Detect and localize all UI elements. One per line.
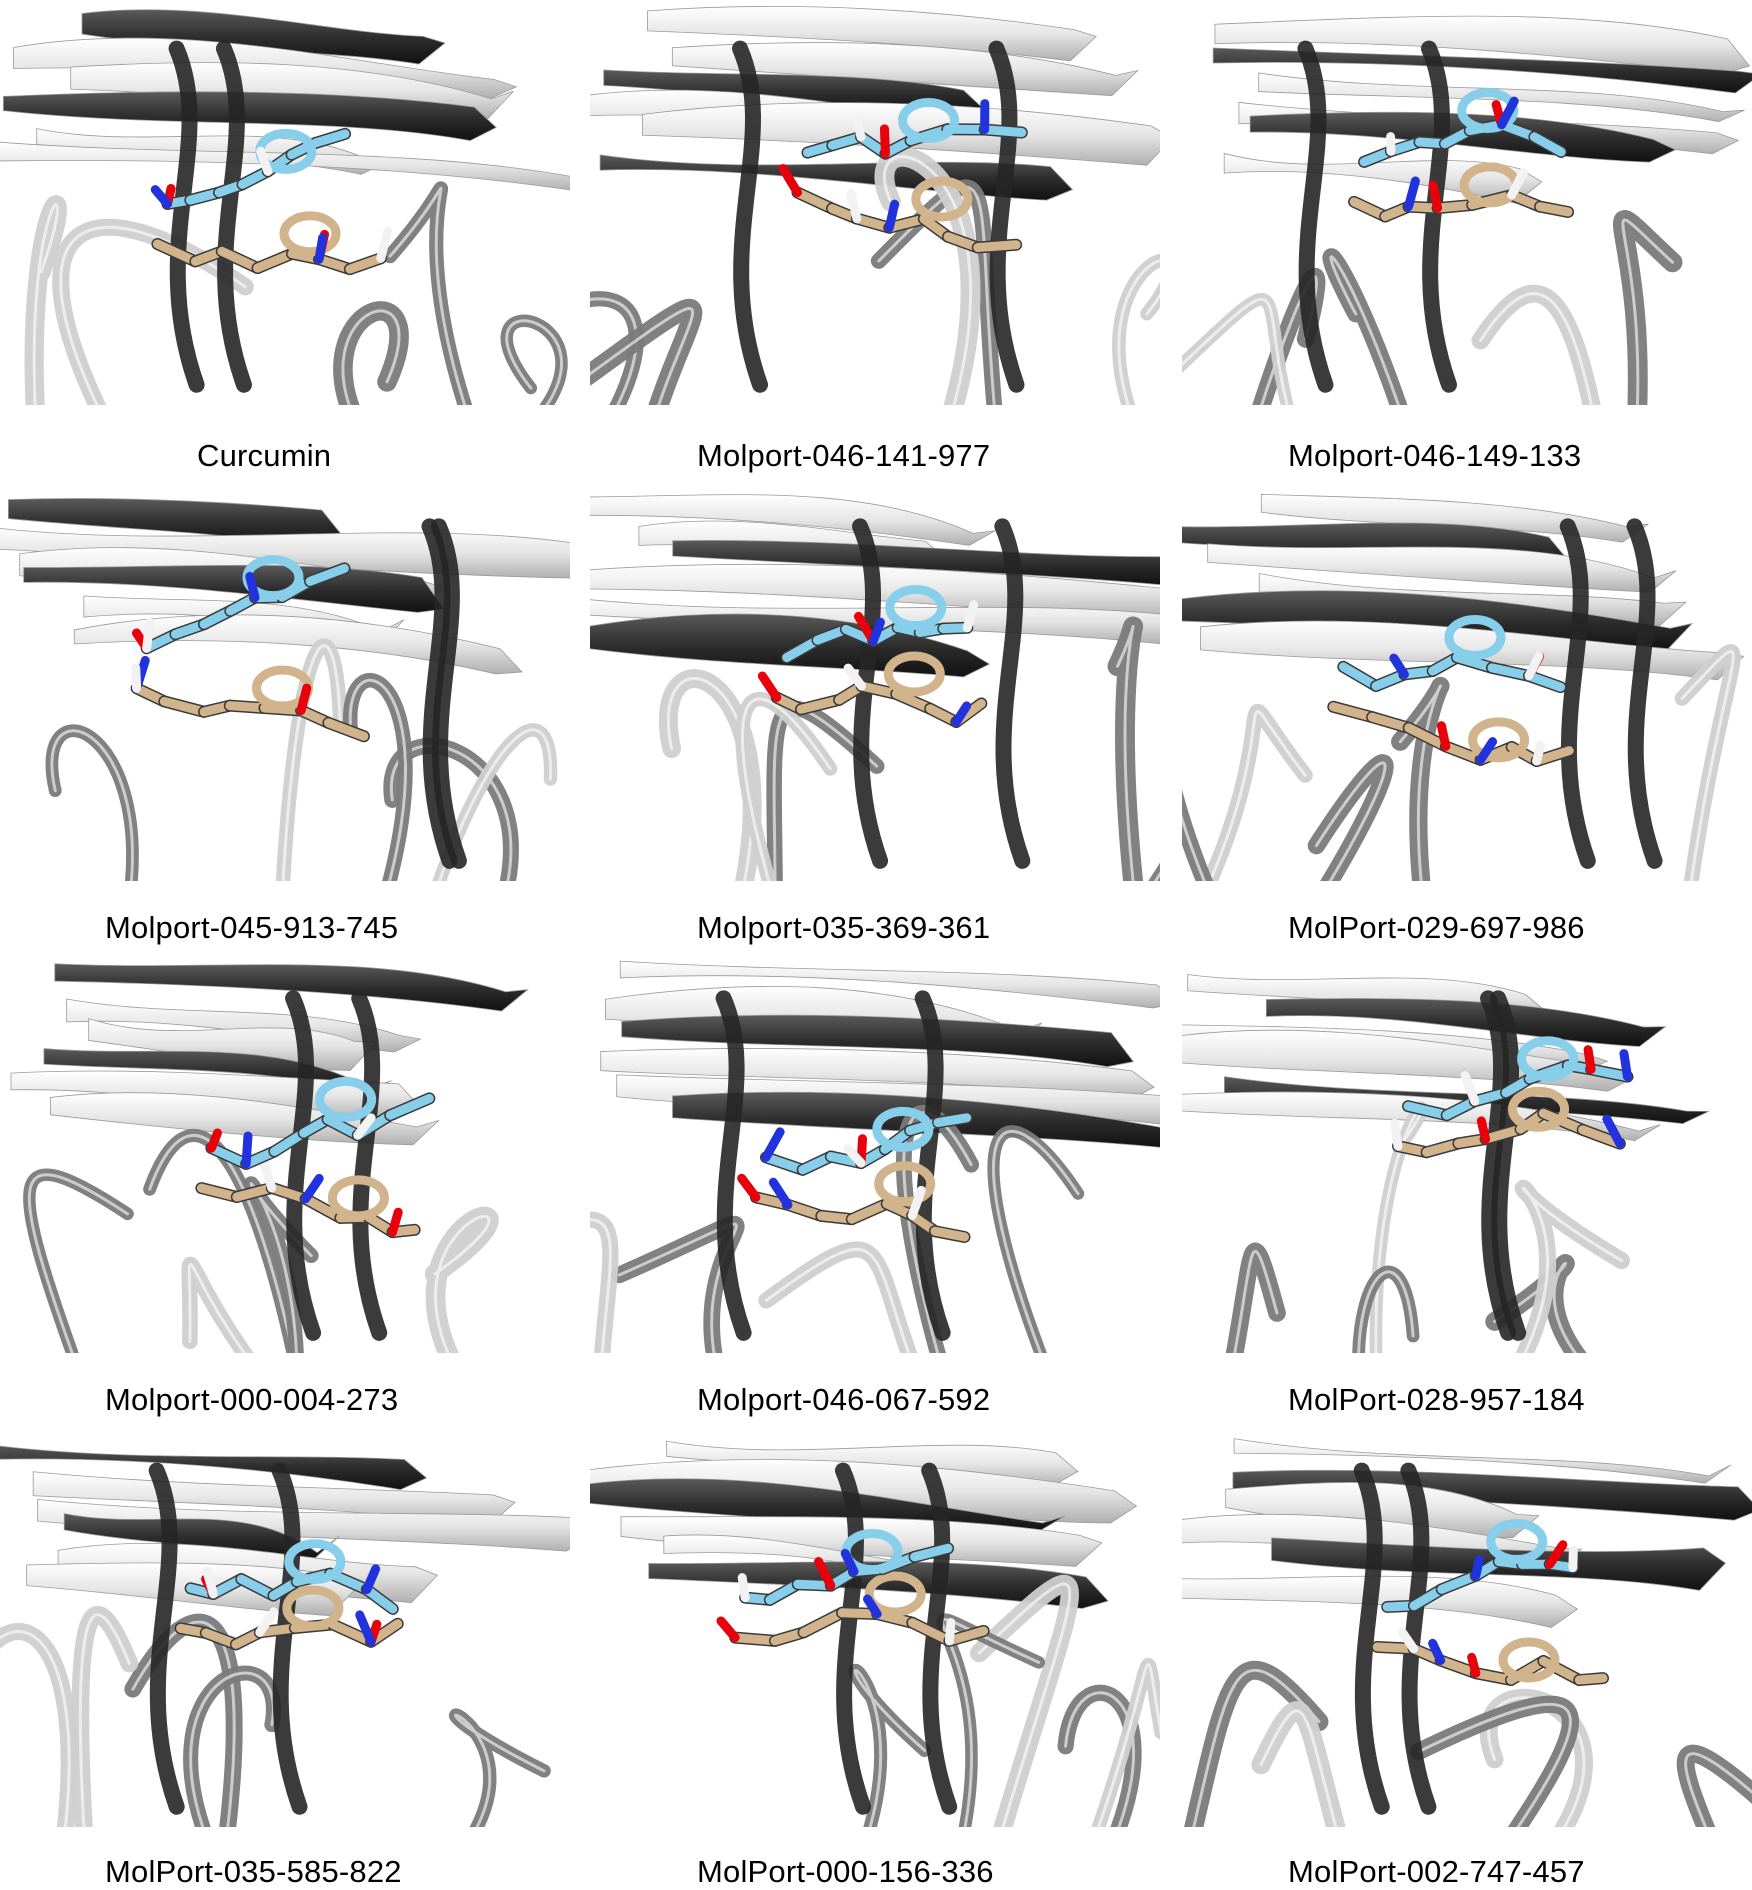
panel-caption-3: Molport-046-149-133: [1288, 438, 1581, 474]
docking-panel-1: [0, 0, 570, 405]
panel-caption-9: MolPort-028-957-184: [1288, 1382, 1585, 1418]
docking-panel-4: [0, 478, 570, 881]
docking-pose-illustration: [0, 478, 570, 881]
panel-caption-2: Molport-046-141-977: [697, 438, 990, 474]
docking-panel-2: [590, 0, 1160, 405]
docking-panel-8: [590, 950, 1160, 1353]
panel-caption-5: Molport-035-369-361: [697, 910, 990, 946]
panel-caption-10: MolPort-035-585-822: [105, 1854, 402, 1890]
panel-caption-7: Molport-000-004-273: [105, 1382, 398, 1418]
docking-pose-illustration: [590, 478, 1160, 881]
docking-panel-7: [0, 950, 570, 1353]
docking-panel-10: [0, 1422, 570, 1827]
docking-panel-9: [1182, 950, 1752, 1353]
docking-pose-illustration: [1182, 478, 1752, 881]
docking-pose-illustration: [0, 1422, 570, 1827]
protein-ribbons: [590, 6, 1160, 405]
panel-caption-6: MolPort-029-697-986: [1288, 910, 1585, 946]
docking-panel-3: [1182, 0, 1752, 405]
protein-ribbons: [0, 1444, 570, 1827]
protein-ribbons: [590, 1441, 1160, 1827]
panel-caption-11: MolPort-000-156-336: [697, 1854, 994, 1890]
panel-caption-1: Curcumin: [197, 438, 331, 474]
docking-pose-illustration: [590, 0, 1160, 405]
docking-panel-5: [590, 478, 1160, 881]
protein-ribbons: [0, 499, 570, 881]
docking-panel-11: [590, 1422, 1160, 1827]
docking-pose-illustration: [0, 950, 570, 1353]
docking-pose-illustration: [1182, 0, 1752, 405]
docking-pose-illustration: [0, 0, 570, 405]
docking-pose-illustration: [1182, 1422, 1752, 1827]
docking-pose-illustration: [1182, 950, 1752, 1353]
protein-ribbons: [1182, 974, 1709, 1353]
panel-caption-12: MolPort-002-747-457: [1288, 1854, 1585, 1890]
protein-ribbons: [1182, 494, 1744, 881]
protein-ribbons: [1182, 1439, 1752, 1827]
panel-caption-8: Molport-046-067-592: [697, 1382, 990, 1418]
docking-pose-illustration: [590, 1422, 1160, 1827]
docking-panel-12: [1182, 1422, 1752, 1827]
panel-caption-4: Molport-045-913-745: [105, 910, 398, 946]
protein-ribbons: [0, 10, 570, 405]
docking-pose-illustration: [590, 950, 1160, 1353]
docking-panel-6: [1182, 478, 1752, 881]
ligand-poses: [1354, 93, 1568, 217]
